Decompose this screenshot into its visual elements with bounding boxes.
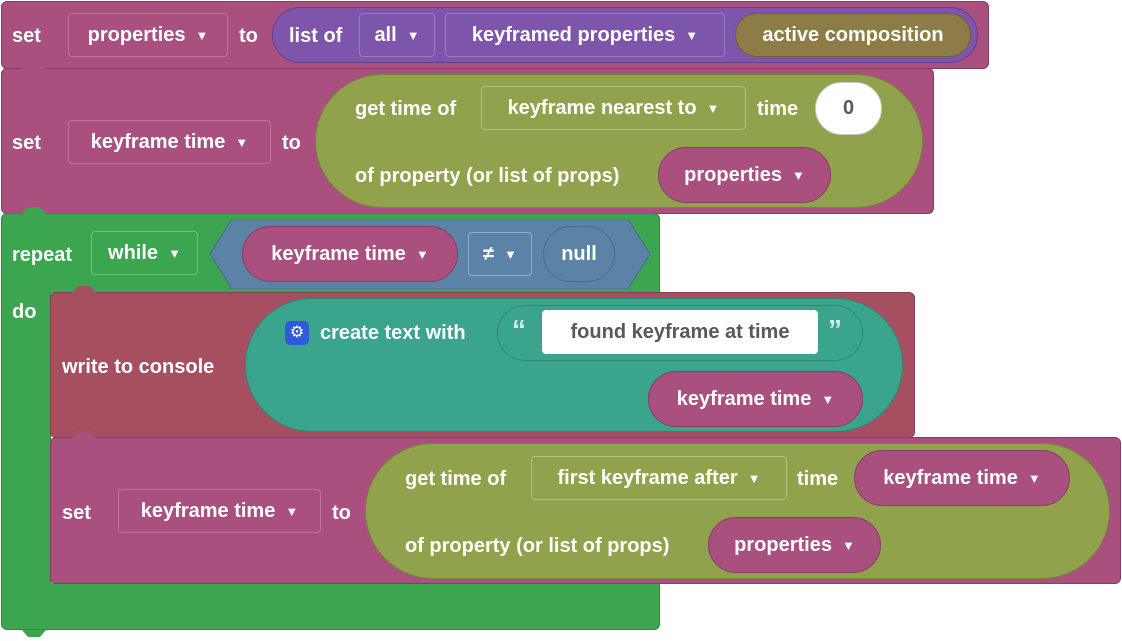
chevron-down-icon: ▼ [235,134,249,150]
to-keyword: to [332,502,351,524]
time-keyword: time [797,468,839,490]
chevron-down-icon: ▼ [195,27,209,43]
close-quote-icon: ” [828,314,842,345]
repeat-mode-dropdown[interactable]: while▼ [91,231,198,275]
connector-bump [22,62,46,69]
chevron-down-icon: ▼ [821,391,835,407]
chevron-down-icon: ▼ [841,537,855,553]
set-keyword: set [12,132,41,154]
create-text-with-keyword: create text with [320,322,466,344]
time-keyword: time [757,98,799,120]
repeat-keyword: repeat [12,244,73,266]
text-literal-input[interactable]: found keyframe at time [542,310,818,354]
chevron-down-icon: ▼ [168,245,181,261]
chevron-down-icon: ▼ [504,246,517,262]
time-keyframe-time-variable[interactable]: keyframe time▼ [854,450,1070,506]
repeat-loop-spine [1,292,51,584]
list-mode-dropdown[interactable]: all▼ [359,13,435,57]
set-keyword: set [62,502,91,524]
keyframe-selector-dropdown[interactable]: keyframe nearest to▼ [481,86,746,130]
chevron-down-icon: ▼ [706,100,720,116]
get-time-of-keyword: get time of [405,468,507,490]
chevron-down-icon: ▼ [415,246,429,262]
connector-bump [72,286,96,293]
open-quote-icon: “ [512,314,526,345]
compare-lhs-variable[interactable]: keyframe time▼ [242,226,458,282]
chevron-down-icon: ▼ [406,27,420,43]
chevron-down-icon: ▼ [685,27,699,43]
properties-variable-block[interactable]: properties▼ [658,147,831,203]
to-keyword: to [239,25,258,47]
variable-dropdown-properties[interactable]: properties▼ [68,13,228,57]
compare-operator-dropdown[interactable]: ≠▼ [468,232,532,276]
connector-bump [22,630,46,637]
write-to-console-keyword: write to console [62,356,215,378]
variable-dropdown-keyframe-time-2[interactable]: keyframe time▼ [118,489,321,533]
active-composition-block[interactable]: active composition [735,13,971,57]
connector-bump [72,431,96,438]
do-keyword: do [12,301,37,323]
of-property-keyword: of property (or list of props) [355,165,620,187]
gear-icon[interactable]: ⚙ [285,321,309,345]
set-keyword: set [12,25,41,47]
connector-bump [22,207,46,214]
keyframe-selector-dropdown-2[interactable]: first keyframe after▼ [531,456,787,500]
repeat-loop-footer [1,583,660,630]
variable-dropdown-keyframe-time[interactable]: keyframe time▼ [68,120,271,164]
time-number-input[interactable]: 0 [815,82,882,135]
list-kind-dropdown[interactable]: keyframed properties▼ [445,13,725,57]
chevron-down-icon: ▼ [791,167,805,183]
properties-variable-block-2[interactable]: properties▼ [708,517,881,573]
chevron-down-icon: ▼ [1027,470,1041,486]
chevron-down-icon: ▼ [747,470,761,486]
of-property-keyword: of property (or list of props) [405,535,670,557]
null-block[interactable]: null [543,226,615,282]
get-time-of-keyword: get time of [355,98,457,120]
console-keyframe-time-variable[interactable]: keyframe time▼ [648,371,863,427]
to-keyword: to [282,132,301,154]
list-of-keyword: list of [289,25,343,47]
chevron-down-icon: ▼ [285,503,299,519]
